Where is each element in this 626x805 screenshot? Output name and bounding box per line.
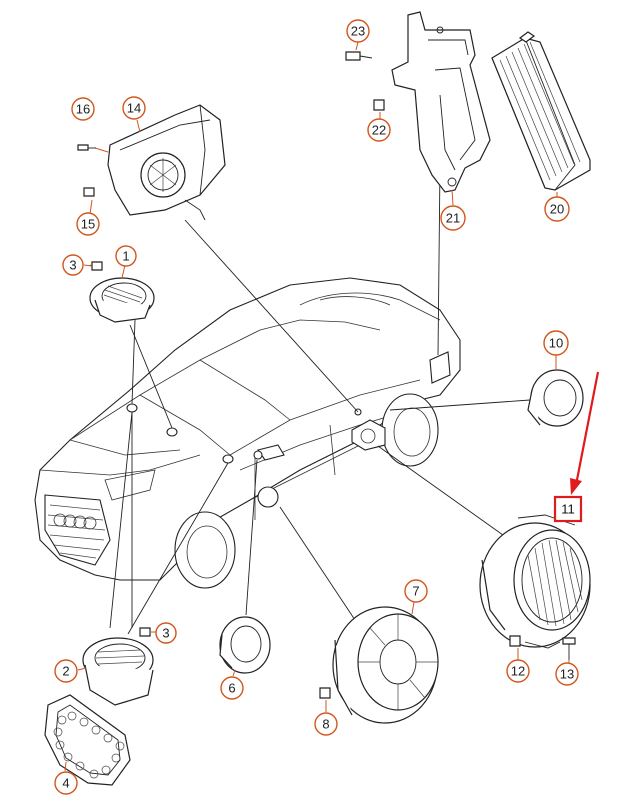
part-11-woofer-speaker (479, 514, 591, 648)
part-1-speaker (83, 261, 155, 323)
svg-text:11: 11 (561, 502, 575, 517)
svg-text:23: 23 (351, 24, 365, 39)
part-14-subwoofer-box (77, 104, 226, 221)
svg-text:6: 6 (228, 681, 235, 696)
svg-text:3: 3 (69, 258, 76, 273)
car-body (34, 277, 461, 589)
svg-text:1: 1 (122, 249, 129, 264)
callout-7: 7 (404, 579, 428, 603)
callout-2: 2 (54, 659, 78, 683)
leader-lines (109, 164, 531, 635)
callout-1: 1 (115, 245, 137, 267)
part-12-13-fasteners (509, 635, 576, 664)
callout-10: 10 (543, 330, 569, 356)
svg-text:15: 15 (81, 217, 95, 232)
svg-text:3: 3 (162, 626, 169, 641)
callout-8: 8 (314, 712, 338, 736)
callout-15: 15 (76, 212, 100, 236)
callout-3-top: 3 (62, 254, 84, 276)
callout-13: 13 (555, 662, 579, 686)
part-23-22-bolts (345, 41, 385, 120)
callout-14: 14 (122, 96, 146, 120)
svg-text:16: 16 (76, 102, 90, 117)
part-8-screw (319, 687, 331, 712)
part-4-speaker-grille (44, 694, 131, 786)
part-21-amplifier-bracket (391, 11, 491, 206)
svg-text:4: 4 (62, 776, 69, 791)
svg-text:13: 13 (560, 667, 574, 682)
svg-text:21: 21 (446, 211, 460, 226)
callout-21: 21 (440, 205, 466, 231)
highlight-arrow (570, 371, 600, 495)
callout-3-bottom: 3 (155, 622, 177, 644)
part-20-amplifier (491, 31, 591, 198)
callout-16: 16 (71, 97, 95, 121)
svg-text:7: 7 (412, 584, 419, 599)
svg-text:10: 10 (549, 336, 563, 351)
svg-text:12: 12 (511, 664, 525, 679)
part-6-speaker (219, 616, 271, 677)
callout-11-highlighted: 11 (553, 495, 583, 523)
callout-23: 23 (346, 19, 370, 43)
callout-22: 22 (367, 118, 391, 142)
svg-text:22: 22 (372, 123, 386, 138)
svg-text:14: 14 (127, 101, 141, 116)
callout-6: 6 (220, 676, 244, 700)
part-10-speaker (527, 355, 584, 427)
callout-4: 4 (54, 771, 78, 795)
svg-text:8: 8 (322, 717, 329, 732)
callout-12: 12 (506, 659, 530, 683)
svg-text:2: 2 (62, 664, 69, 679)
callout-20: 20 (544, 196, 570, 222)
svg-text:20: 20 (550, 202, 564, 217)
part-2-dash-speaker (77, 627, 158, 706)
part-7-door-speaker (332, 601, 439, 724)
